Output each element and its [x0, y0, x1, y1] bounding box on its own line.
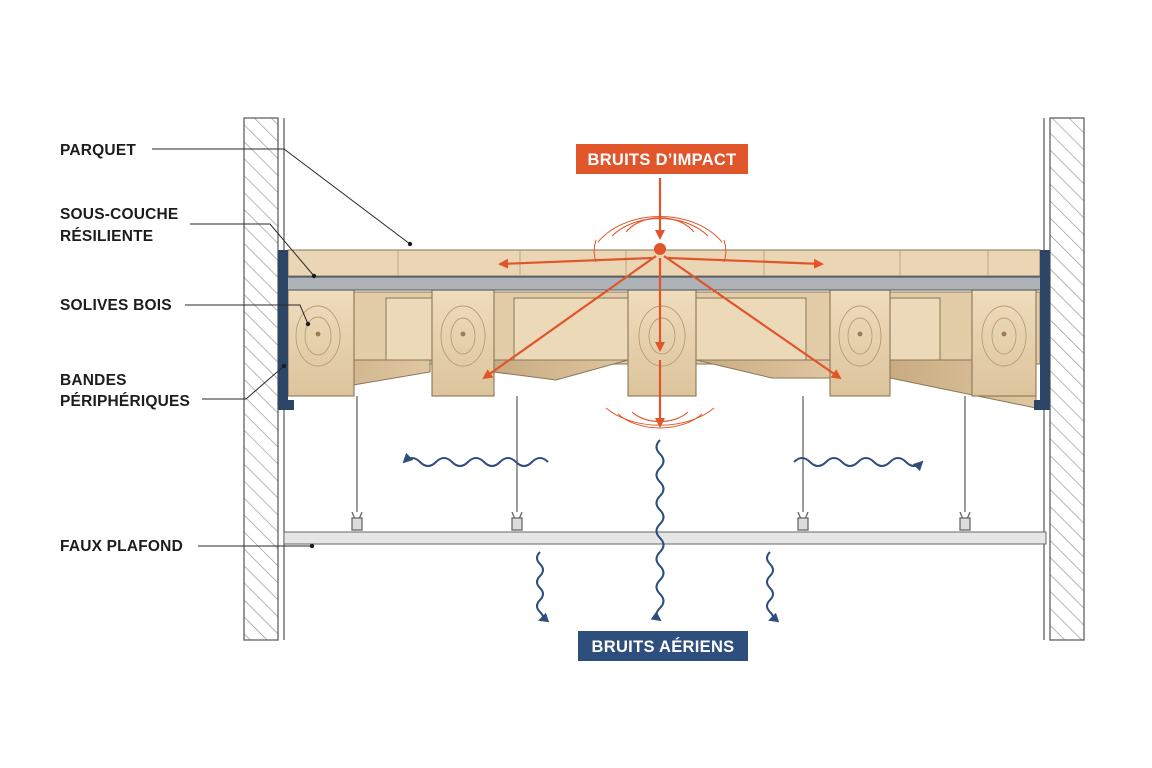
label-solives: SOLIVES BOIS: [60, 297, 172, 314]
floor-structure: [278, 249, 1050, 410]
ceiling-hangers: [351, 396, 971, 531]
label-bandes-line2: PÉRIPHÉRIQUES: [60, 393, 190, 410]
joist: [829, 289, 891, 397]
label-bandes-line1: BANDES: [60, 372, 127, 389]
joist: [971, 289, 1037, 397]
impact-noise-paths: [482, 178, 842, 429]
false-ceiling: [283, 531, 1047, 545]
perimeter-band-right: [1034, 250, 1050, 410]
resilient-underlay: [281, 275, 1047, 291]
label-sous-couche-line1: SOUS-COUCHE: [60, 206, 178, 223]
airborne-noise-badge-text: BRUITS AÉRIENS: [592, 637, 735, 656]
impact-noise-badge-text: BRUITS D’IMPACT: [587, 151, 736, 169]
label-parquet: PARQUET: [60, 142, 136, 159]
label-sous-couche-line2: RÉSILIENTE: [60, 228, 153, 245]
left-wall: [243, 117, 285, 641]
leader-lines: [152, 148, 413, 549]
airborne-noise-paths: [402, 439, 924, 623]
joist: [431, 289, 495, 397]
joist: [287, 289, 355, 397]
label-faux-plafond: FAUX PLAFOND: [60, 538, 183, 555]
impact-point-icon: [654, 243, 666, 255]
impact-noise-badge: BRUITS D’IMPACT: [576, 144, 748, 174]
joist: [627, 289, 697, 397]
airborne-noise-badge: BRUITS AÉRIENS: [578, 631, 748, 661]
parquet-floor: [287, 249, 1041, 277]
component-labels: PARQUET SOUS-COUCHE RÉSILIENTE SOLIVES B…: [60, 142, 190, 555]
perimeter-band-left: [278, 250, 294, 410]
